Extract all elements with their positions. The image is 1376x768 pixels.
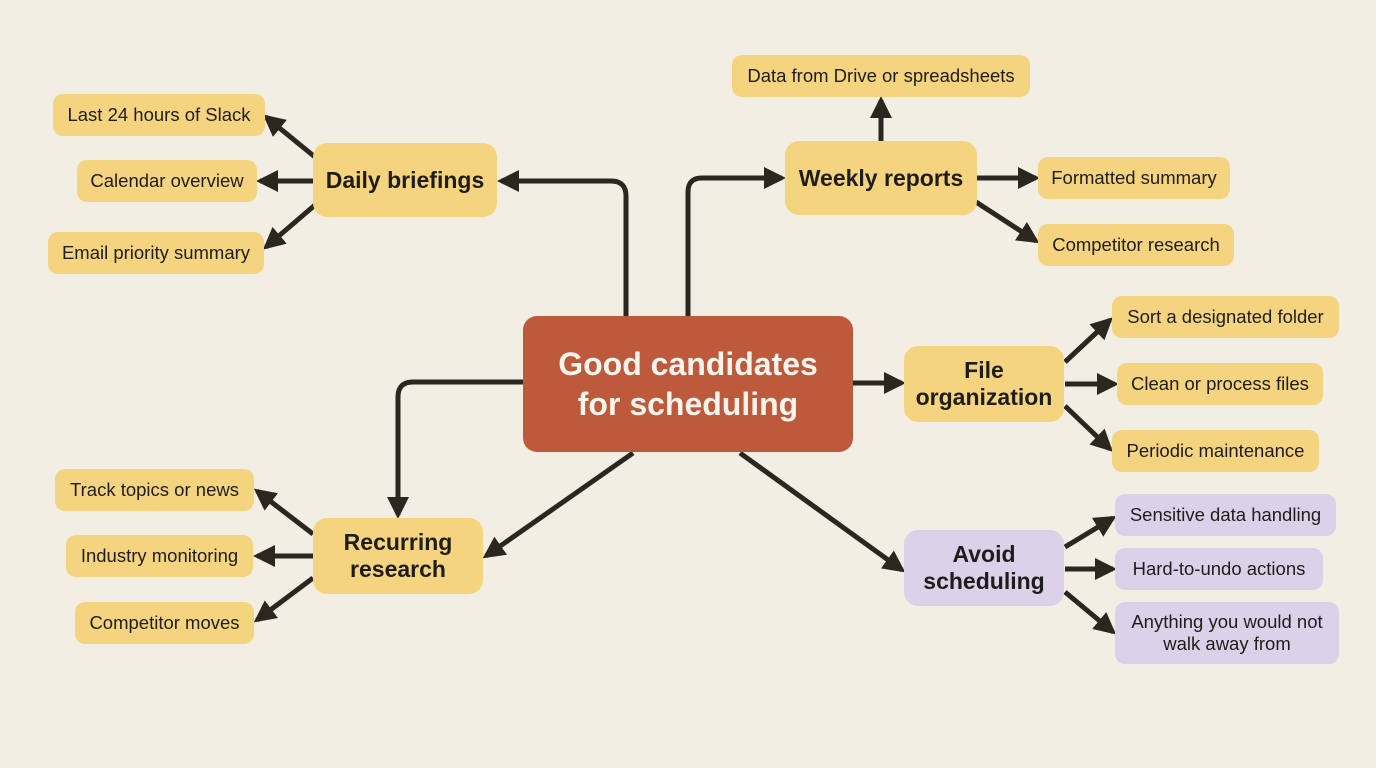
track-topics-node: Track topics or news bbox=[55, 469, 254, 511]
periodic-maintenance-node: Periodic maintenance bbox=[1112, 430, 1319, 472]
avoid-scheduling-node: Avoid scheduling bbox=[904, 530, 1064, 606]
arrow-center-to-weekly-reports bbox=[685, 167, 786, 316]
file-organization-node: File organization bbox=[904, 346, 1064, 422]
arrow-center-to-recurring-research bbox=[387, 379, 523, 519]
recurring-research-node: Recurring research bbox=[313, 518, 483, 594]
formatted-summary-node: Formatted summary bbox=[1038, 157, 1230, 199]
industry-monitoring-node: Industry monitoring bbox=[66, 535, 253, 577]
arrow-research-to-competitor-moves bbox=[253, 576, 315, 623]
arrow-files-to-maintenance bbox=[1063, 404, 1113, 452]
calendar-overview-node: Calendar overview bbox=[77, 160, 257, 202]
arrow-daily-to-email bbox=[262, 203, 317, 250]
drive-data-node: Data from Drive or spreadsheets bbox=[732, 55, 1030, 97]
arrow-files-to-sort bbox=[1063, 317, 1113, 364]
center-node: Good candidates for scheduling bbox=[523, 316, 853, 452]
arrow-avoid-to-sensitive bbox=[1063, 515, 1117, 550]
weekly-reports-node: Weekly reports bbox=[785, 141, 977, 215]
hard-to-undo-node: Hard-to-undo actions bbox=[1115, 548, 1323, 590]
sort-folder-node: Sort a designated folder bbox=[1112, 296, 1339, 338]
daily-briefings-node: Daily briefings bbox=[313, 143, 497, 217]
sensitive-data-node: Sensitive data handling bbox=[1115, 494, 1336, 536]
arrow-avoid-to-walk-away bbox=[1063, 590, 1117, 635]
email-priority-node: Email priority summary bbox=[48, 232, 264, 274]
clean-files-node: Clean or process files bbox=[1117, 363, 1323, 405]
competitor-moves-node: Competitor moves bbox=[75, 602, 254, 644]
walk-away-node: Anything you would not walk away from bbox=[1115, 602, 1339, 664]
arrow-center-to-recurring-research-diagonal bbox=[482, 450, 635, 559]
arrow-center-to-daily-briefings bbox=[497, 170, 629, 316]
competitor-research-node: Competitor research bbox=[1038, 224, 1234, 266]
slack-summary-node: Last 24 hours of Slack bbox=[53, 94, 265, 136]
arrow-center-to-avoid-scheduling bbox=[738, 450, 906, 573]
arrow-weekly-to-competitor bbox=[974, 199, 1040, 244]
arrow-daily-to-slack bbox=[262, 114, 317, 159]
arrow-research-to-track bbox=[253, 488, 315, 536]
